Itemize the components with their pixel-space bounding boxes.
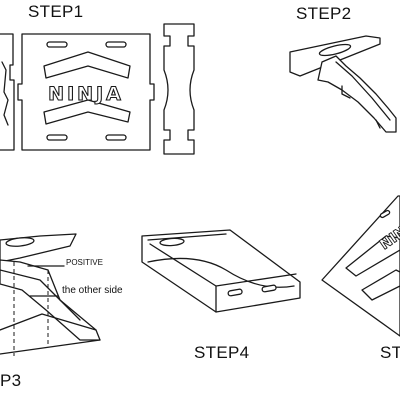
step4-label: STEP4 — [194, 343, 250, 362]
ninja-logo: NINJA — [48, 82, 124, 105]
step3-label: P3 — [0, 371, 22, 390]
ninja-logo-text: NINJA — [48, 83, 124, 105]
positive-label: POSITIVE — [66, 258, 103, 267]
step1-label: STEP1 — [28, 2, 84, 21]
step2-assembly — [289, 35, 397, 133]
step3-assembly — [0, 233, 101, 356]
step1-left-panel — [0, 33, 15, 151]
step4-assembly — [141, 229, 301, 313]
step2-label: STEP2 — [296, 4, 352, 23]
other-side-label: the other side — [62, 285, 123, 296]
step1-support-piece — [163, 23, 195, 155]
step1-base-panel — [17, 33, 155, 151]
step5-label: ST — [380, 343, 400, 362]
step5-assembly: NINJA — [321, 195, 400, 337]
